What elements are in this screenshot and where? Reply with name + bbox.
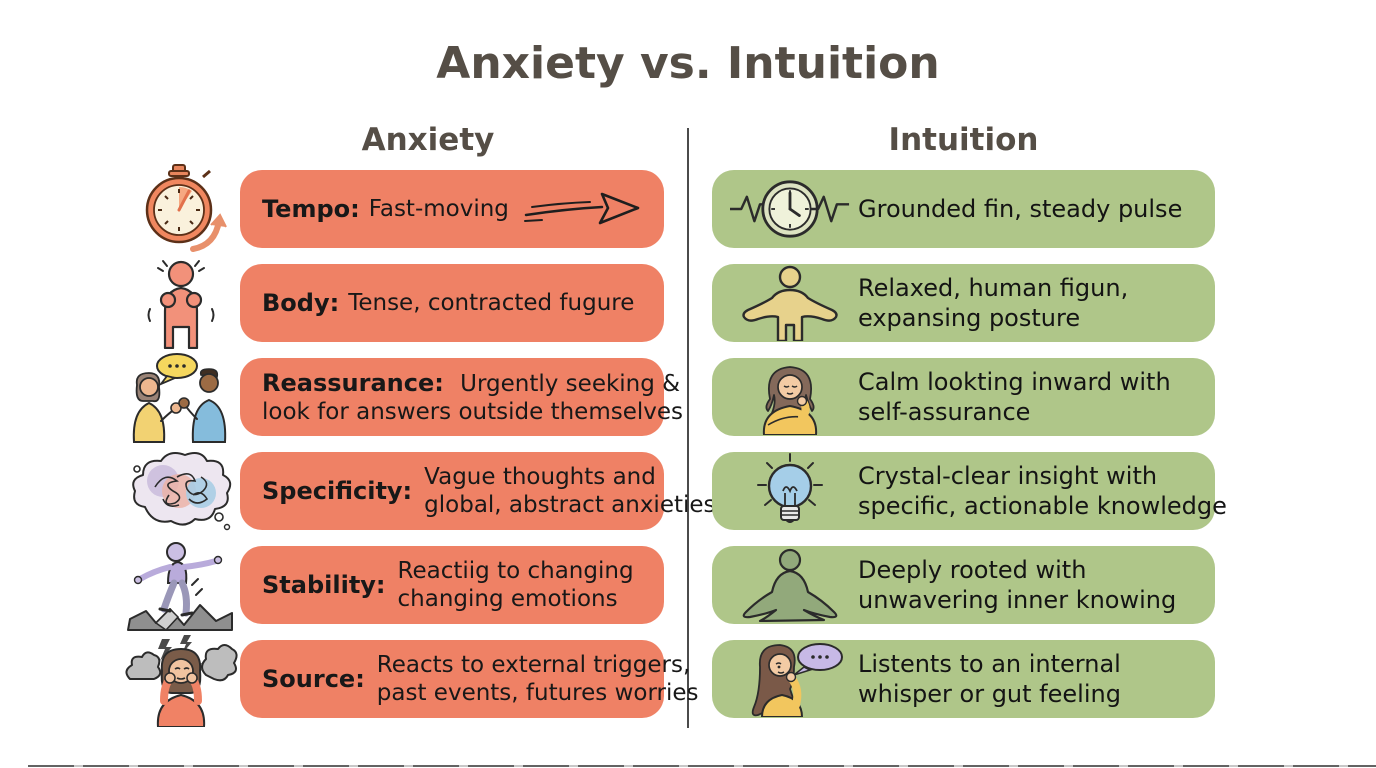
open-arms-person-icon: [730, 265, 850, 341]
anxiety-reassurance-label: Reassurance:: [262, 368, 444, 397]
tangled-thoughts-icon: [122, 447, 240, 535]
anxiety-body-label: Body:: [262, 289, 340, 317]
intuition-insight-text-line2: specific, actionable knowledge: [858, 492, 1227, 520]
anxiety-reassurance-text-line1: Urgently seeking &: [460, 370, 681, 397]
anxiety-reassurance-box: Reassurance: Urgently seeking & look for…: [240, 358, 683, 436]
stopwatch-icon: [122, 163, 240, 255]
page-title: Anxiety vs. Intuition: [436, 38, 940, 89]
tense-person-icon: [122, 257, 240, 349]
anxiety-source-text-line1: Reacts to external triggers,: [376, 652, 691, 678]
anxiety-row-source: Source: Reacts to external triggers, pas…: [122, 631, 699, 727]
intuition-pulse-text-line1: Grounded fin, steady pulse: [858, 195, 1183, 223]
intuition-calm-text-line2: self-assurance: [858, 398, 1031, 426]
anxiety-stability-text-line1: Reactiig to changing: [397, 558, 634, 584]
anxiety-specificity-box: Specificity: Vague thoughts and global, …: [240, 452, 716, 530]
intuition-calm-text-line1: Calm lookting inward with: [858, 368, 1171, 396]
pulse-clock-icon: [730, 170, 850, 248]
meditating-person-icon: [730, 548, 850, 622]
anxiety-row-reassurance: Reassurance: Urgently seeking & look for…: [122, 350, 683, 444]
intuition-rooted-text-line1: Deeply rooted with: [858, 556, 1087, 584]
conversation-icon: [122, 351, 240, 443]
intuition-row-listening: Listents to an internal whisper or gut f…: [712, 640, 1215, 718]
calm-woman-icon: [730, 359, 850, 435]
anxiety-specificity-text-line1: Vague thoughts and: [424, 464, 656, 490]
anxiety-column-header: Anxiety: [361, 122, 495, 158]
balancing-person-icon: [122, 539, 240, 631]
anxiety-stability-box: Stability: Reactiig to changing changing…: [240, 546, 664, 624]
anxiety-body-text: Tense, contracted fugure: [348, 290, 635, 316]
anxiety-source-text-line2: past events, futures worries: [376, 680, 699, 706]
anxiety-row-specificity: Specificity: Vague thoughts and global, …: [122, 444, 716, 538]
anxiety-tempo-label: Tempo:: [262, 195, 360, 223]
anxiety-specificity-label: Specificity:: [262, 477, 413, 505]
anxiety-stability-label: Stability:: [262, 571, 386, 599]
anxiety-source-box: Source: Reacts to external triggers, pas…: [240, 640, 699, 718]
anxiety-reassurance-text-line2: look for answers outside themselves: [262, 398, 683, 425]
intuition-listening-text-line1: Listents to an internal: [858, 650, 1121, 678]
intuition-row-pulse: Grounded fin, steady pulse: [712, 170, 1215, 248]
listening-woman-icon: [730, 641, 850, 717]
intuition-row-insight: Crystal-clear insight with specific, act…: [712, 452, 1227, 530]
intuition-row-calm: Calm lookting inward with self-assurance: [712, 358, 1215, 436]
intuition-row-rooted: Deeply rooted with unwavering inner know…: [712, 546, 1215, 624]
lightbulb-icon: [730, 453, 850, 529]
bottom-edge-line: [28, 765, 1376, 767]
anxiety-specificity-text-line2: global, abstract anxieties: [424, 492, 716, 518]
anxiety-source-label: Source:: [262, 665, 365, 693]
intuition-rooted-text-line2: unwavering inner knowing: [858, 586, 1177, 614]
anxiety-row-tempo: Tempo: Fast-moving: [122, 162, 664, 256]
fast-arrow-icon: [522, 191, 644, 227]
anxiety-stability-text-line2: changing emotions: [397, 586, 618, 612]
column-divider-line: [687, 128, 689, 728]
intuition-listening-text-line2: whisper or gut feeling: [858, 680, 1121, 708]
anxiety-body-box: Body: Tense, contracted fugure: [240, 264, 664, 342]
intuition-posture-text-line2: expansing posture: [858, 304, 1081, 332]
intuition-insight-text-line1: Crystal-clear insight with: [858, 462, 1158, 490]
anxiety-row-body: Body: Tense, contracted fugure: [122, 256, 664, 350]
overwhelmed-person-icon: [122, 631, 240, 727]
intuition-row-posture: Relaxed, human figun, expansing posture: [712, 264, 1215, 342]
anxiety-row-stability: Stability: Reactiig to changing changing…: [122, 538, 664, 632]
intuition-posture-text-line1: Relaxed, human figun,: [858, 274, 1129, 302]
anxiety-tempo-text: Fast-moving: [368, 196, 509, 222]
anxiety-tempo-box: Tempo: Fast-moving: [240, 170, 664, 248]
intuition-column-header: Intuition: [888, 122, 1039, 158]
